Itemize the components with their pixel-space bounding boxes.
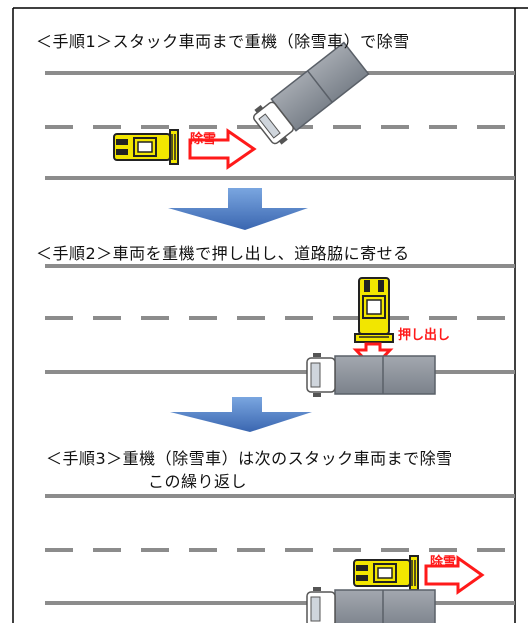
step1-stuck-truck — [252, 41, 370, 145]
step3-plow-arrow — [424, 555, 485, 595]
step3-title-line2: この繰り返し — [148, 472, 248, 491]
step2-title: ＜手順2＞車両を重機で押し出し、道路脇に寄せる — [36, 244, 410, 263]
flow-arrow-2 — [170, 397, 312, 432]
frame-border — [12, 7, 528, 623]
step2-action-label: 押し出し — [398, 328, 451, 343]
step3-snowplow — [353, 555, 419, 591]
step2-road — [45, 264, 515, 374]
step3-stuck-truck — [306, 587, 436, 627]
step1-plow-arrow — [188, 128, 257, 170]
step1-snowplow — [113, 129, 179, 165]
step3-action-label: 除雪 — [430, 555, 457, 570]
step1-road — [45, 71, 515, 180]
step3-road — [45, 494, 515, 605]
flow-arrow-1 — [168, 188, 308, 230]
step1-action-label: 除雪 — [190, 132, 217, 147]
step3-title-line1: ＜手順3＞重機（除雪車）は次のスタック車両まで除雪 — [46, 449, 453, 468]
step2-stuck-truck — [306, 353, 436, 397]
step1-title: ＜手順1＞スタック車両まで重機（除雪車）で除雪 — [36, 32, 410, 51]
step2-snowplow — [354, 277, 394, 343]
